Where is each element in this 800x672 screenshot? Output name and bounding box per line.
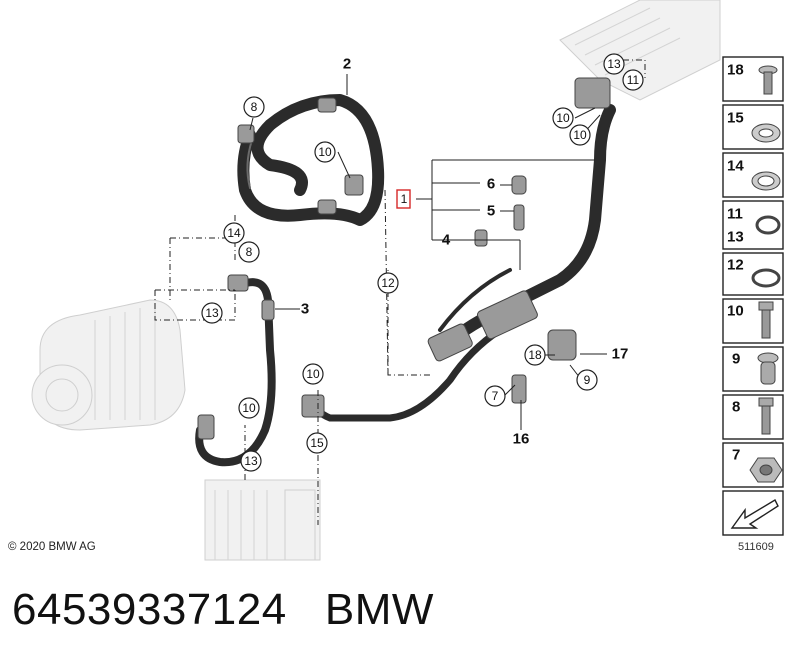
direction-arrow-icon: [730, 499, 779, 529]
circle-callout-14: 14: [223, 222, 245, 244]
circle-callout-10d: 10: [238, 397, 260, 419]
panel-row-8: 8: [722, 394, 784, 440]
svg-text:13: 13: [205, 306, 219, 320]
panel-row-7: 7: [722, 442, 784, 488]
highlight-box: [396, 189, 411, 209]
circle-callout-10b: 10: [552, 107, 574, 129]
flat-seal-ring-icon: [751, 123, 781, 143]
circle-callout-15: 15: [306, 432, 328, 454]
svg-text:13: 13: [607, 57, 621, 71]
panel-row-18: 18: [722, 56, 784, 102]
circle-callout-13b: 13: [201, 302, 223, 324]
panel-row-12: 12: [722, 252, 784, 296]
svg-text:12: 12: [381, 276, 395, 290]
svg-text:8: 8: [246, 245, 253, 259]
circle-callout-9: 9: [576, 369, 598, 391]
hose-2: [237, 94, 385, 226]
circle-callout-18: 18: [524, 344, 546, 366]
callout-1: 1: [401, 192, 408, 206]
callout-6: 6: [487, 176, 495, 193]
ghost-dryer: [204, 479, 321, 561]
svg-text:12: 12: [727, 257, 744, 274]
svg-text:10: 10: [727, 303, 744, 320]
brand-name: BMW: [324, 585, 434, 634]
circled-callouts: 8 10 10 10 10 10 11 12 13 13 13 14 8 15 …: [201, 53, 644, 472]
svg-text:10: 10: [556, 111, 570, 125]
svg-text:8: 8: [732, 399, 740, 416]
callout-3: 3: [301, 301, 309, 318]
svg-text:18: 18: [727, 62, 744, 79]
circle-callout-7: 7: [484, 385, 506, 407]
expanding-nut-icon: [757, 352, 779, 385]
svg-text:11: 11: [627, 73, 640, 87]
svg-text:10: 10: [242, 401, 256, 415]
circle-callout-10a: 10: [314, 141, 336, 163]
ghost-compressor: [31, 299, 186, 431]
panel-row-15: 15: [722, 104, 784, 150]
diagram-id: 511609: [738, 541, 774, 553]
svg-text:8: 8: [251, 100, 258, 114]
screw-with-washer-icon: [758, 65, 778, 95]
callout-2: 2: [343, 56, 351, 73]
callout-4: 4: [442, 232, 451, 249]
svg-text:9: 9: [732, 351, 740, 368]
panel-row-10: 10: [722, 298, 784, 344]
svg-text:9: 9: [584, 373, 591, 387]
circle-callout-10c: 10: [569, 124, 591, 146]
parts-panel: 18 15 14 11 13 12 1: [722, 56, 784, 536]
hex-screw-icon: [758, 301, 774, 339]
panel-row-14: 14: [722, 152, 784, 198]
svg-text:7: 7: [732, 447, 740, 464]
svg-text:10: 10: [306, 367, 320, 381]
svg-text:15: 15: [310, 436, 324, 450]
callout-5: 5: [487, 203, 495, 220]
svg-text:13: 13: [727, 229, 744, 246]
svg-text:14: 14: [727, 158, 744, 175]
circle-callout-13a: 13: [603, 53, 625, 75]
bolt-icon: [758, 397, 774, 435]
svg-text:11: 11: [727, 206, 743, 223]
panel-row-9: 9: [722, 346, 784, 392]
circle-callout-12: 12: [377, 272, 399, 294]
circle-callout-8b: 8: [238, 241, 260, 263]
panel-row-11-13: 11 13: [722, 200, 784, 250]
main-callouts: 2 3 4 5 6 16 17 1: [301, 56, 629, 448]
circle-callout-8a: 8: [243, 96, 265, 118]
part-number-line: 64539337124 BMW: [12, 585, 434, 635]
part-number: 64539337124: [12, 585, 287, 634]
svg-text:13: 13: [244, 454, 258, 468]
callout-17: 17: [612, 346, 629, 363]
copyright-text: © 2020 BMW AG: [8, 541, 96, 553]
o-ring-icon: [755, 215, 781, 235]
svg-text:10: 10: [573, 128, 587, 142]
svg-text:14: 14: [227, 226, 241, 240]
circle-callout-11: 11: [622, 69, 644, 91]
hex-nut-icon: [749, 457, 783, 483]
svg-text:10: 10: [318, 145, 332, 159]
svg-text:18: 18: [528, 348, 542, 362]
hose-3: [195, 274, 276, 467]
svg-text:15: 15: [727, 110, 744, 127]
circle-callout-13c: 13: [240, 450, 262, 472]
circle-callout-10e: 10: [302, 363, 324, 385]
callout-16: 16: [513, 431, 530, 448]
valve-parts: [474, 175, 577, 404]
panel-row-arrow: [722, 490, 784, 536]
svg-text:7: 7: [492, 389, 499, 403]
gasket-ring-icon: [751, 268, 781, 288]
main-line: [301, 77, 616, 422]
sealing-ring-icon: [751, 171, 781, 191]
